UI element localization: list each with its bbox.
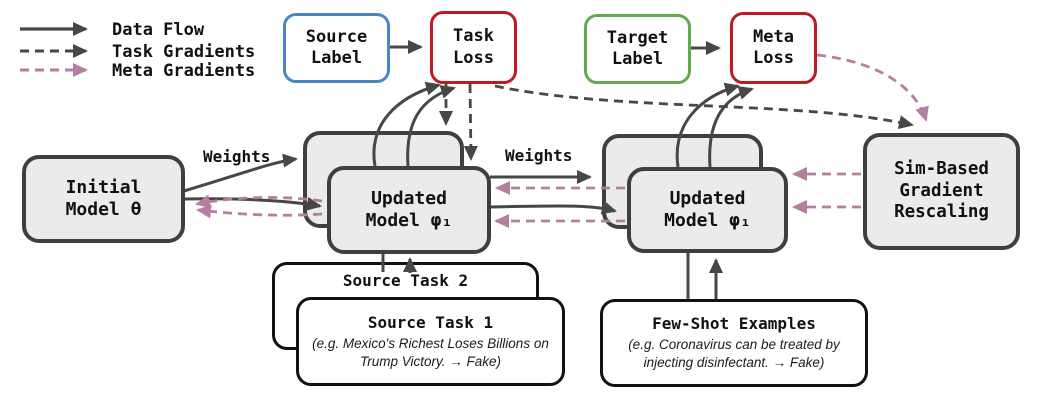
edge-model1-back-to-task-loss <box>372 81 441 167</box>
weights-label-1: Weights <box>203 147 271 166</box>
few-shot-examples-box: Few-Shot Examples (e.g. Coronavirus can … <box>600 299 868 387</box>
sim-based-gradient-rescaling-box: Sim-Based Gradient Rescaling <box>863 133 1020 250</box>
legend-item-data-flow: Data Flow <box>112 20 205 40</box>
edge-model2-back-to-meta-loss <box>675 82 740 168</box>
edge-initial-to-model1-back <box>183 153 298 193</box>
weights-label-2: Weights <box>505 146 573 165</box>
legend-swatches <box>20 22 88 77</box>
legend-item-meta-gradients: Meta Gradients <box>112 61 256 81</box>
meta-loss-box: Meta Loss <box>730 12 817 84</box>
legend-item-task-gradients: Task Gradients <box>112 42 256 62</box>
edge-meta-loss-to-sim-based <box>816 53 929 122</box>
updated-model-2-box: Updated Model φ₁ <box>627 167 788 253</box>
meta-gradient-arrows <box>195 53 929 228</box>
task-gradient-arrows <box>439 83 914 161</box>
source-task-1-title: Source Task 1 <box>367 312 494 332</box>
source-task-1-example: (e.g. Mexico's Richest Loses Billions on… <box>312 335 549 369</box>
initial-model-box: Initial Model θ <box>22 155 185 243</box>
source-label-box: Source Label <box>283 13 390 83</box>
target-label-box: Target Label <box>584 14 691 84</box>
source-task-2-title: Source Task 2 <box>342 271 469 290</box>
few-shot-examples-title: Few-Shot Examples <box>652 314 816 334</box>
edge-model1-front-to-task-loss <box>406 85 456 167</box>
edge-model1-to-initial-upper <box>195 194 323 209</box>
few-shot-examples-example: (e.g. Coronavirus can be treated by inje… <box>628 337 840 370</box>
edge-task-loss-to-sim-based <box>494 84 914 130</box>
edge-model1-to-model2-front <box>487 200 617 215</box>
edge-model2-front-to-meta-loss <box>708 86 754 168</box>
edge-model1-to-initial-lower <box>196 204 323 219</box>
edge-task-loss-to-model1-front <box>463 83 478 161</box>
task-loss-box: Task Loss <box>430 11 517 84</box>
source-task-1-box: Source Task 1 (e.g. Mexico's Richest Los… <box>296 297 565 386</box>
updated-model-1-box: Updated Model φ₁ <box>327 166 491 254</box>
